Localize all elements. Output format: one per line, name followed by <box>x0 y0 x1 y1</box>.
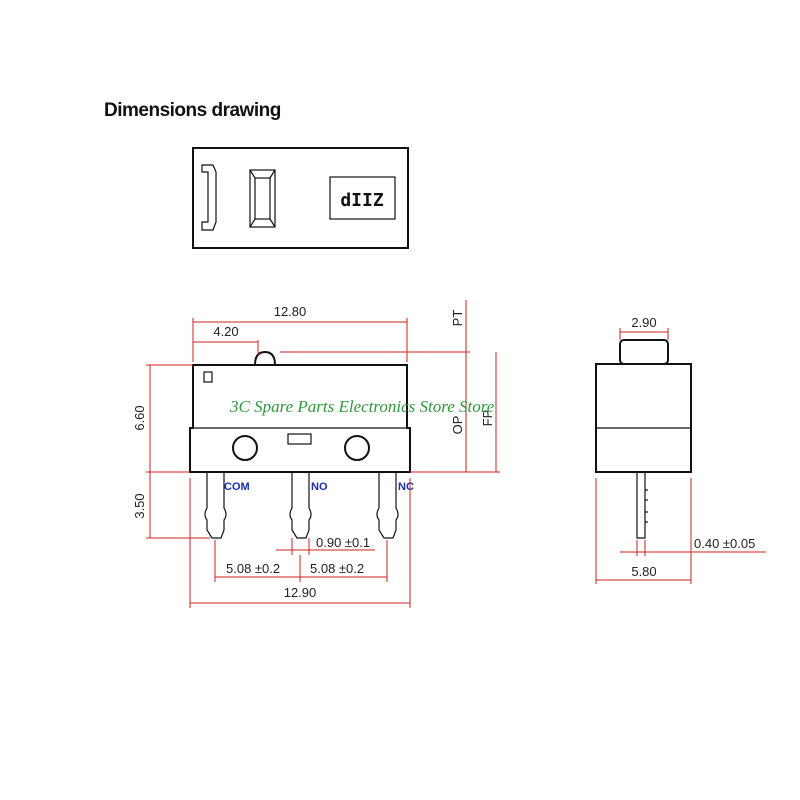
dim-width-total: 12.80 <box>274 304 307 319</box>
mounting-hole-right <box>344 435 370 461</box>
side-actuator <box>619 339 669 365</box>
side-view: 2.90 0.40 ±0.05 5.80 <box>595 315 766 584</box>
dim-pin-width: 0.90 ±0.1 <box>316 535 370 550</box>
store-watermark: 3C Spare Parts Electronics Store Store <box>229 397 495 416</box>
dim-base-width: 12.90 <box>284 585 317 600</box>
actuator-bump <box>254 350 276 366</box>
top-view-actuator <box>249 169 276 228</box>
side-pin <box>636 472 646 539</box>
mounting-hole-left <box>232 435 258 461</box>
drawing-title: Dimensions drawing <box>104 100 281 121</box>
dim-actuator-offset: 4.20 <box>213 324 238 339</box>
dim-pitch-left: 5.08 ±0.2 <box>226 561 280 576</box>
dim-pin-thickness: 0.40 ±0.05 <box>694 536 755 551</box>
pin-com <box>204 472 227 539</box>
pin-label-nc: NC <box>398 481 414 493</box>
center-window <box>287 433 312 445</box>
top-view-left-tab <box>201 164 217 231</box>
label-op: OP <box>450 416 465 435</box>
dim-pin-length: 3.50 <box>132 493 147 518</box>
label-fp: FP <box>480 410 495 427</box>
top-view-outline <box>192 147 409 249</box>
dim-height: 6.60 <box>132 405 147 430</box>
side-body <box>595 363 692 473</box>
dim-body-width: 5.80 <box>631 564 656 579</box>
logo-text: dIIZ <box>340 190 384 211</box>
pin-label-com: COM <box>224 481 250 493</box>
dim-pitch-right: 5.08 ±0.2 <box>310 561 364 576</box>
pin-label-no: NO <box>311 481 328 493</box>
pin-no <box>289 472 312 539</box>
switch-body <box>189 364 411 473</box>
label-pt: PT <box>450 310 465 327</box>
pin-nc <box>376 472 399 539</box>
front-view: COM NO NC 12.80 4.20 6.60 3.50 PT OP FP <box>132 300 500 608</box>
top-view: dIIZ <box>192 147 409 249</box>
top-view-logo-box <box>329 176 396 220</box>
dim-actuator-width: 2.90 <box>631 315 656 330</box>
